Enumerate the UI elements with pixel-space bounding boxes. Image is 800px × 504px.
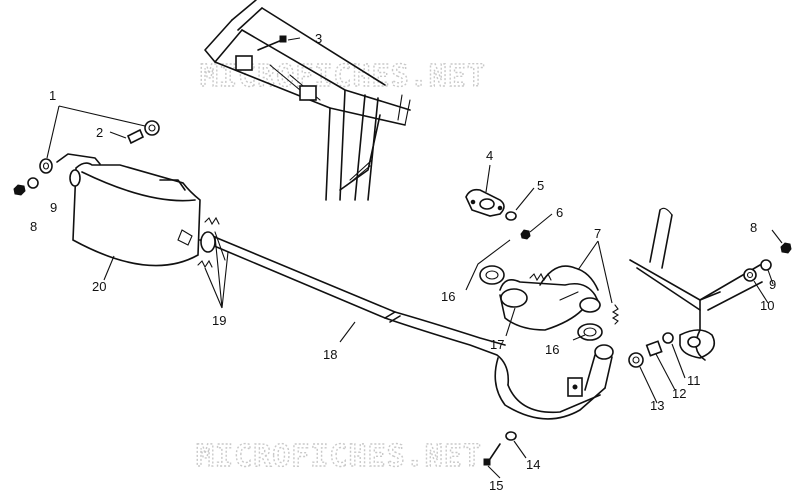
callout-labels: 1 2 3 4 5 6 7 8 8 9 9 10 11 12 13 14 15 … xyxy=(30,31,776,493)
callout-7: 7 xyxy=(594,226,601,241)
callout-10: 10 xyxy=(760,298,774,313)
callout-9-right: 9 xyxy=(769,277,776,292)
muffler xyxy=(56,153,201,267)
callout-20: 20 xyxy=(92,279,106,294)
watermark-bottom: MICROFICHES.NET xyxy=(196,439,482,474)
callout-2: 2 xyxy=(96,125,103,140)
callout-4: 4 xyxy=(486,148,493,163)
callout-15: 15 xyxy=(489,478,503,493)
leader-lines xyxy=(46,37,783,479)
callout-3: 3 xyxy=(315,31,322,46)
callout-19: 19 xyxy=(212,313,226,328)
callout-5: 5 xyxy=(537,178,544,193)
upper-frame xyxy=(204,0,411,201)
callout-8-left: 8 xyxy=(30,219,37,234)
callout-6: 6 xyxy=(556,205,563,220)
exhaust-manifold xyxy=(499,265,601,331)
flange xyxy=(465,188,505,217)
exhaust-pipe xyxy=(199,231,614,420)
callout-9-left: 9 xyxy=(50,200,57,215)
callout-12: 12 xyxy=(672,386,686,401)
callout-16-left: 16 xyxy=(441,289,455,304)
callout-13: 13 xyxy=(650,398,664,413)
callout-8-right: 8 xyxy=(750,220,757,235)
lower-frame xyxy=(629,207,763,361)
callout-16-right: 16 xyxy=(545,342,559,357)
callout-11: 11 xyxy=(687,373,701,388)
gaskets xyxy=(479,265,603,341)
callout-14: 14 xyxy=(526,457,540,472)
hardware xyxy=(13,35,792,466)
callout-18: 18 xyxy=(323,347,337,362)
springs xyxy=(197,216,620,325)
callout-1: 1 xyxy=(49,88,56,103)
callout-17: 17 xyxy=(490,337,504,352)
